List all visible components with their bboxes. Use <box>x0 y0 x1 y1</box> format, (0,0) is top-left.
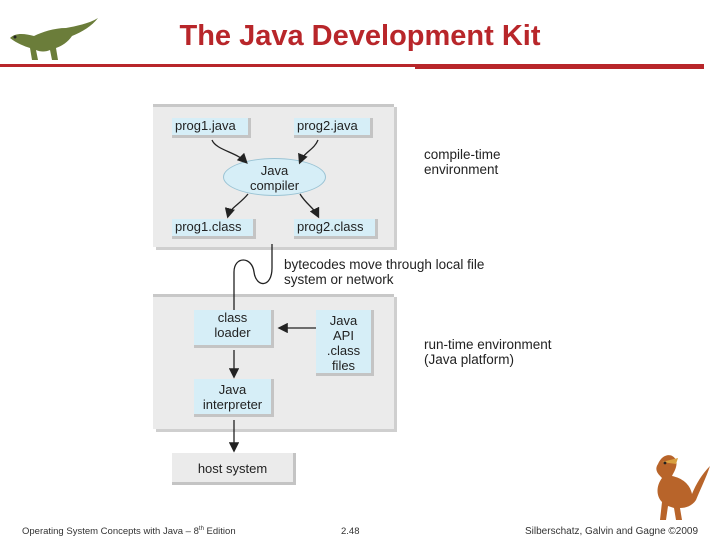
java-api-box: Java API .class files <box>316 310 374 376</box>
dinosaur-mascot-icon <box>656 455 710 520</box>
java-compiler-node: Java compiler <box>223 158 326 196</box>
bytecodes-label: bytecodes move through local file system… <box>284 257 485 287</box>
title-rule <box>0 64 704 67</box>
java-interpreter-box: Java interpreter <box>194 379 274 417</box>
page-title: The Java Development Kit <box>179 20 541 52</box>
compiler-line1: Java <box>260 163 289 178</box>
prog2-class-box: prog2.class <box>294 219 378 239</box>
arrow-compiler-to-prog1-class <box>224 193 249 219</box>
title-rule-accent <box>415 66 704 69</box>
arrow-compiler-to-prog2-class <box>299 193 320 219</box>
footer-right: Silberschatz, Galvin and Gagne ©2009 <box>525 526 699 537</box>
arrow-prog2-to-compiler <box>298 139 319 165</box>
dinosaur-logo-icon <box>10 18 98 60</box>
prog1-java-box: prog1.java <box>172 118 251 138</box>
run-time-label: run-time environment (Java platform) <box>424 337 552 367</box>
footer-left: Operating System Concepts with Java – 8t… <box>22 526 236 538</box>
compiler-line2: compiler <box>249 178 300 193</box>
prog1-class-box: prog1.class <box>172 219 256 239</box>
bytecode-wire <box>233 244 273 310</box>
footer-page-number: 2.48 <box>341 526 360 537</box>
class-loader-box: class loader <box>194 310 274 348</box>
arrow-prog1-to-compiler <box>211 139 248 164</box>
prog2-java-box: prog2.java <box>294 118 373 138</box>
compile-time-label: compile-time environment <box>424 147 501 177</box>
host-system-box: host system <box>172 453 296 485</box>
